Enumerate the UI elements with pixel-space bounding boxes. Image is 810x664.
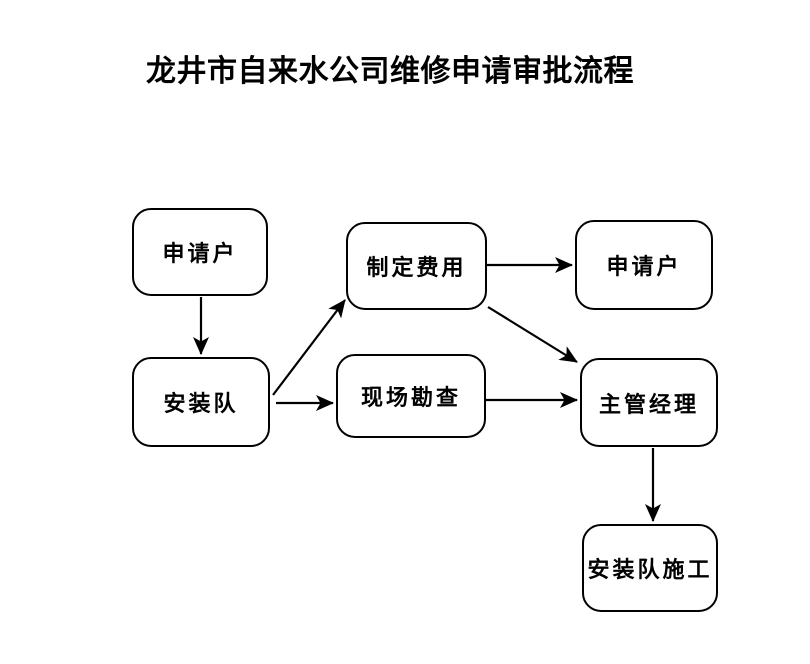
edge-group	[193, 257, 661, 522]
flow-node-label: 安装队	[163, 391, 239, 416]
flow-node-installation-team: 安装队	[132, 357, 270, 447]
flow-node-determine-fees: 制定费用	[346, 222, 487, 310]
flow-node-label: 申请户	[162, 241, 238, 266]
diagram-title: 龙井市自来水公司维修申请审批流程	[146, 55, 634, 88]
flow-edge-installation-team-to-determine-fees	[272, 299, 346, 396]
flow-node-site-survey: 现场勘查	[336, 354, 486, 438]
flow-node-label: 现场勘查	[360, 385, 461, 410]
flow-node-label: 安装队施工	[587, 557, 713, 582]
flow-node-applicant-right: 申请户	[575, 220, 713, 310]
flow-node-label: 主管经理	[598, 391, 699, 417]
flow-node-applicant-top: 申请户	[132, 208, 268, 296]
flow-edge-determine-fees-to-manager	[487, 306, 578, 363]
flow-node-label: 申请户	[606, 254, 682, 279]
flow-node-manager: 主管经理	[580, 358, 718, 447]
flow-node-team-construction: 安装队施工	[582, 524, 718, 612]
flow-node-label: 制定费用	[366, 255, 467, 280]
